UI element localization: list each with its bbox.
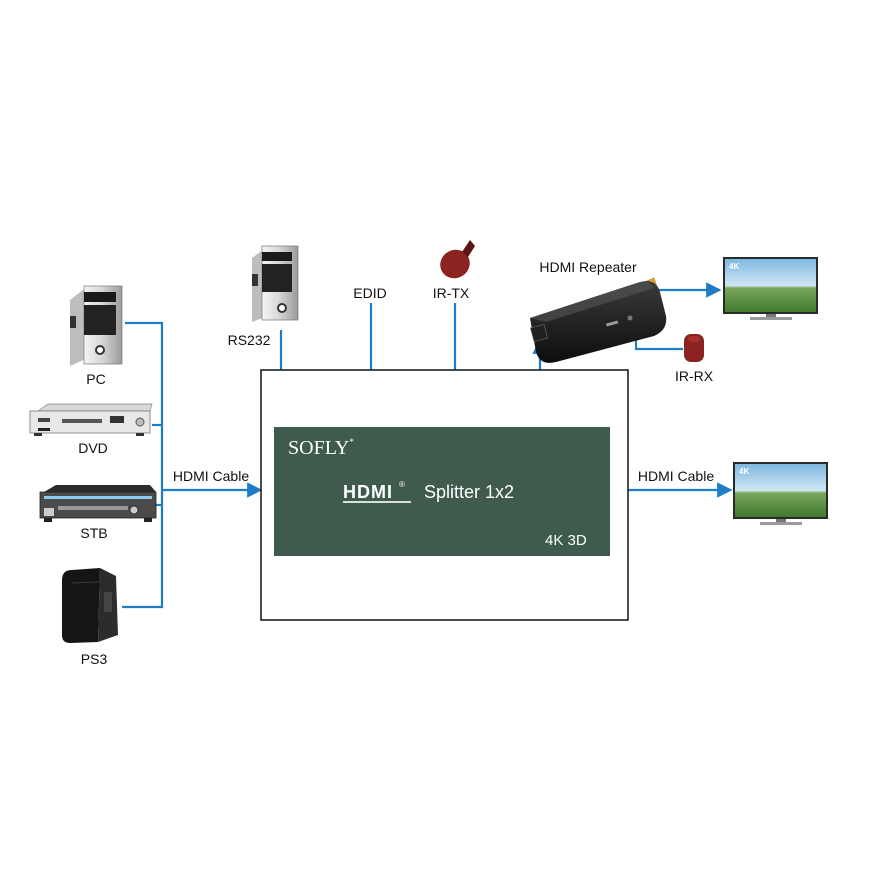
ir-tx-icon (440, 240, 475, 279)
ir-rx-label: IR-RX (675, 368, 714, 384)
svg-text:4K: 4K (739, 467, 749, 476)
stb-icon (39, 485, 157, 522)
dvd-player-icon (29, 403, 153, 436)
pc-label: PC (86, 371, 105, 387)
pc-tower-icon (70, 285, 123, 366)
hdmi-repeater-label: HDMI Repeater (539, 259, 637, 275)
svg-text:HDMI: HDMI (343, 482, 393, 502)
rs232-pc-icon (252, 245, 299, 322)
ps3-console-icon (62, 568, 118, 643)
hdmi-repeater-icon (529, 277, 667, 363)
brand-name: SOFLY* (288, 437, 354, 459)
rs232-label: RS232 (228, 332, 271, 348)
svg-text:®: ® (399, 480, 405, 489)
dvd-label: DVD (78, 440, 108, 456)
hdmi-logo: HDMI ® (343, 480, 411, 503)
features-label: 4K 3D (545, 532, 587, 549)
ir-tx-label: IR-TX (433, 285, 470, 301)
ps3-label: PS3 (81, 651, 108, 667)
tv-direct-output-icon: 4K (733, 462, 828, 525)
edid-label: EDID (353, 285, 386, 301)
tv-repeater-output-icon: 4K (723, 257, 818, 320)
wire-ps3 (122, 490, 164, 609)
model-label: Splitter 1x2 (424, 482, 514, 502)
ir-rx-icon (684, 334, 704, 362)
svg-text:4K: 4K (729, 262, 739, 271)
hdmi-cable-out-label: HDMI Cable (638, 468, 714, 484)
wire-pc (125, 321, 164, 490)
splitter-front-panel (274, 427, 610, 556)
stb-label: STB (80, 525, 107, 541)
hdmi-cable-in-label: HDMI Cable (173, 468, 249, 484)
